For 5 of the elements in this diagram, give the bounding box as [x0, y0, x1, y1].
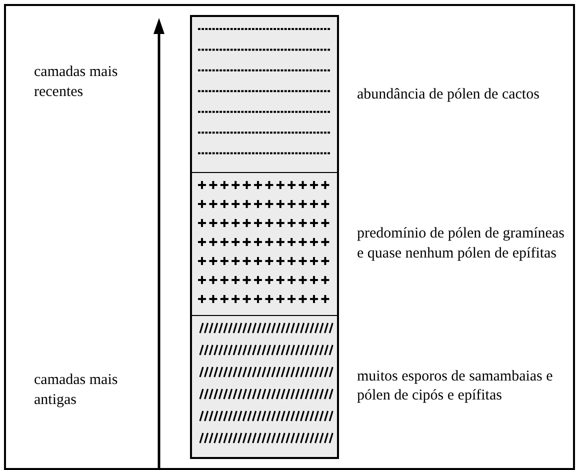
layer-description: muitos esporos de samambaias e pólen de cipós e epífitas — [357, 367, 554, 406]
layer-description: abundância de pólen de cactos — [357, 84, 540, 104]
layer-age-label: camadas mais antigas — [34, 371, 119, 410]
layer-description: predomínio de pólen de gramíneas e quase nenhum pólen de epífitas — [357, 224, 566, 263]
layer-age-label: camadas mais recentes — [34, 63, 119, 102]
